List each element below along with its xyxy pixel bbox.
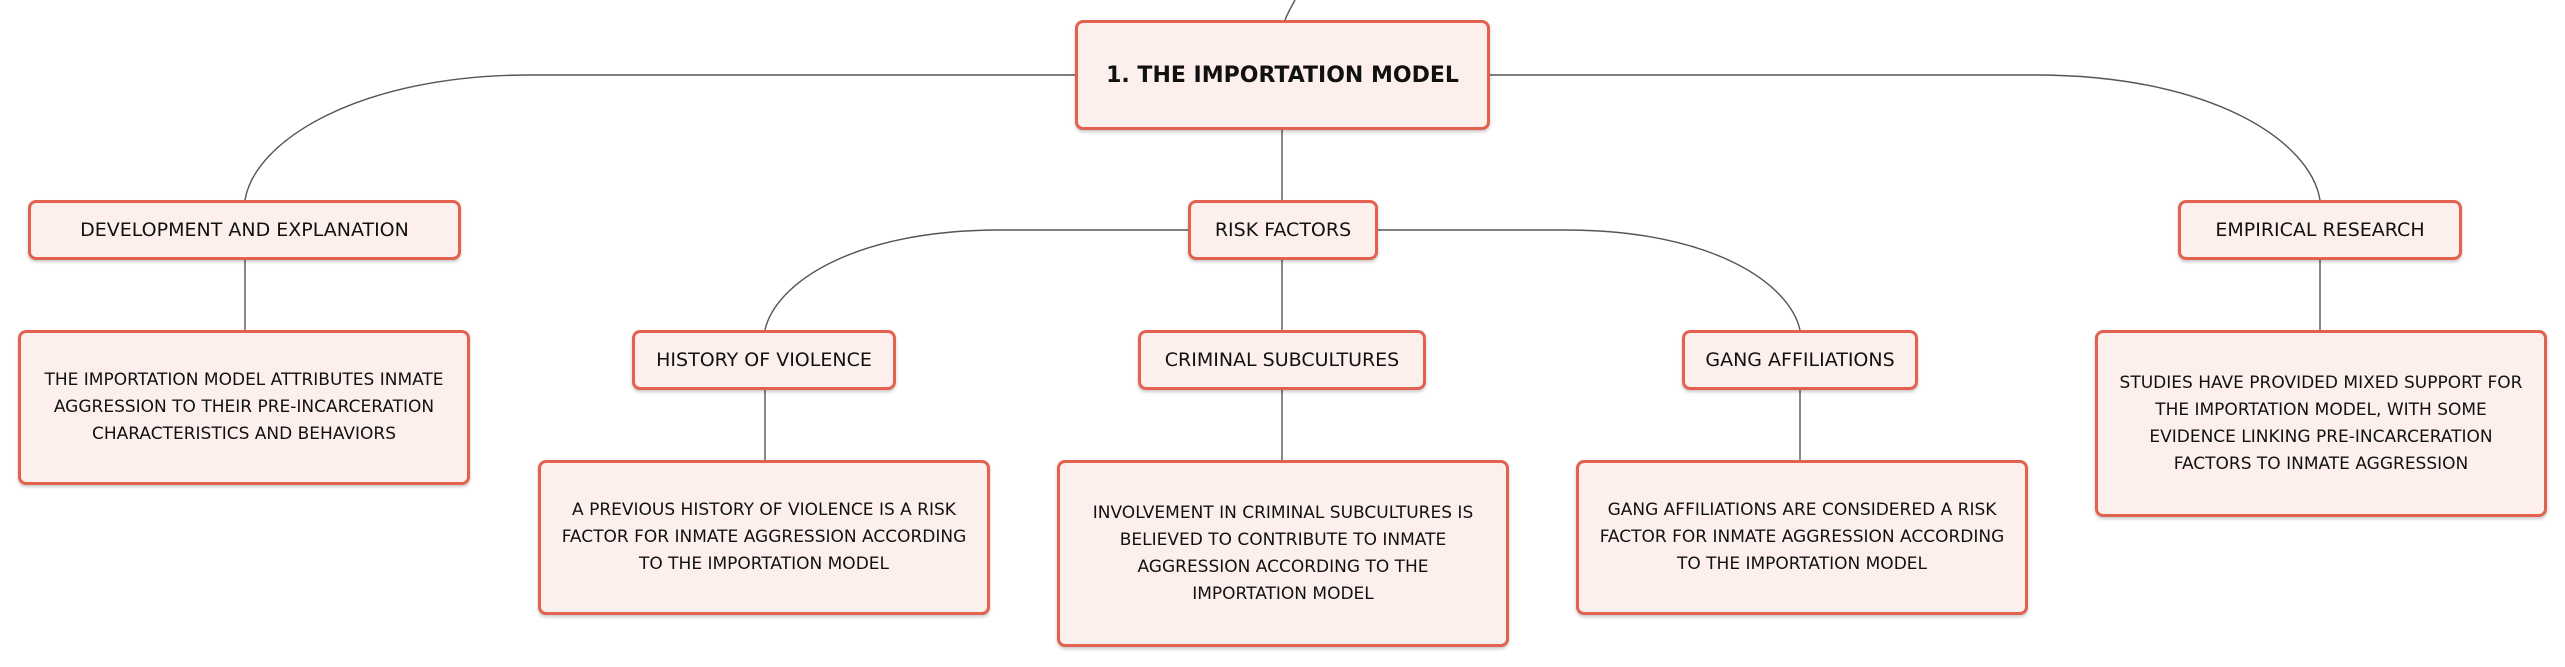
topic-history-of-violence[interactable]: HISTORY OF VIOLENCE: [632, 330, 896, 390]
topic-gang-affiliations[interactable]: GANG AFFILIATIONS: [1682, 330, 1918, 390]
detail-gang-affiliations[interactable]: GANG AFFILIATIONS ARE CONSIDERED A RISK …: [1576, 460, 2028, 615]
detail-history-of-violence[interactable]: A PREVIOUS HISTORY OF VIOLENCE IS A RISK…: [538, 460, 990, 615]
root-topic-importation-model[interactable]: 1. THE IMPORTATION MODEL: [1075, 20, 1490, 130]
detail-development-explanation[interactable]: THE IMPORTATION MODEL ATTRIBUTES INMATE …: [18, 330, 470, 485]
connector-risk-history: [764, 229, 1188, 331]
topic-risk-factors[interactable]: RISK FACTORS: [1188, 200, 1378, 260]
topic-development-explanation[interactable]: DEVELOPMENT AND EXPLANATION: [28, 200, 461, 260]
topic-criminal-subcultures[interactable]: CRIMINAL SUBCULTURES: [1138, 330, 1426, 390]
detail-empirical-research[interactable]: STUDIES HAVE PROVIDED MIXED SUPPORT FOR …: [2095, 330, 2547, 517]
connector-risk-gangs: [1378, 229, 1801, 331]
connector-root-parent: [1284, 0, 1296, 21]
detail-criminal-subcultures[interactable]: INVOLVEMENT IN CRIMINAL SUBCULTURES IS B…: [1057, 460, 1509, 647]
connector-root-empirical: [1490, 74, 2321, 201]
connector-root-development: [244, 74, 1075, 201]
topic-empirical-research[interactable]: EMPIRICAL RESEARCH: [2178, 200, 2462, 260]
